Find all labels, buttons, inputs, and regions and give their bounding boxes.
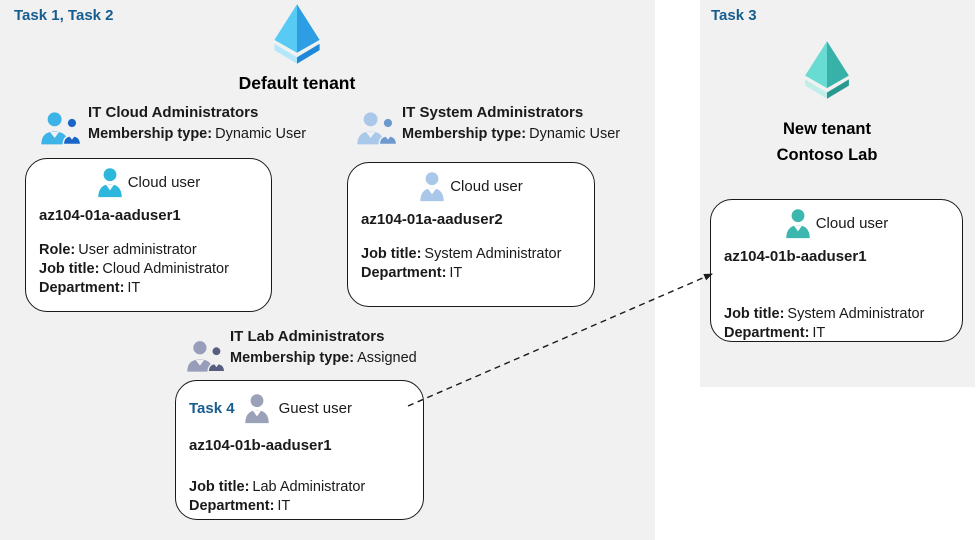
user-name: az104-01a-aaduser2	[361, 211, 503, 228]
user-name: az104-01a-aaduser1	[39, 207, 181, 224]
role-label: Role:	[39, 242, 76, 258]
department-label: Department:	[39, 280, 125, 296]
group-name: IT System Administrators	[402, 104, 584, 121]
job-title-value: Lab Administrator	[252, 479, 366, 495]
membership-type-label: Membership type:	[88, 126, 213, 142]
job-title-label: Job title:	[39, 261, 100, 277]
group-name: IT Cloud Administrators	[88, 104, 259, 121]
user-card-new-tenant: Cloud user az104-01b-aaduser1 Job title:…	[710, 199, 963, 342]
membership-type-label: Membership type:	[230, 350, 355, 366]
department-label: Department:	[189, 498, 275, 514]
card-header: Cloud user	[348, 170, 594, 202]
job-title-label: Job title:	[189, 479, 250, 495]
group-icon	[357, 112, 398, 146]
membership-type-label: Membership type:	[402, 126, 527, 142]
membership-type-value: Assigned	[357, 350, 417, 366]
group-lab-admins: IT Lab Administrators Membership type:As…	[186, 328, 417, 375]
group-name: IT Lab Administrators	[230, 328, 385, 345]
cloud-user-icon	[98, 167, 122, 197]
card-header: Cloud user	[711, 207, 962, 239]
new-tenant-block: New tenant Contoso Lab	[737, 40, 917, 165]
job-title-value: System Administrator	[787, 306, 925, 322]
user-details: Job title:System Administrator Departmen…	[361, 245, 594, 283]
default-tenant-block: Default tenant	[212, 3, 382, 94]
membership-type-value: Dynamic User	[215, 126, 307, 142]
user-type-label: Cloud user	[127, 173, 201, 191]
user-details: Job title:Lab Administrator Department:I…	[189, 478, 423, 516]
group-membership: Membership type:Dynamic User	[402, 126, 620, 142]
cloud-user-icon	[786, 208, 810, 238]
user-details: Role:User administrator Job title:Cloud …	[39, 241, 271, 298]
user-name: az104-01b-aaduser1	[189, 437, 332, 454]
department-label: Department:	[724, 325, 810, 341]
task-4-label: Task 4	[189, 399, 235, 417]
user-name: az104-01b-aaduser1	[724, 248, 867, 265]
department-label: Department:	[361, 265, 447, 281]
role-value: User administrator	[78, 242, 197, 258]
membership-type-value: Dynamic User	[529, 126, 621, 142]
default-tenant-title: Default tenant	[238, 73, 356, 93]
user-card-aaduser1: Cloud user az104-01a-aaduser1 Role:User …	[25, 158, 272, 312]
group-system-admins: IT System Administrators Membership type…	[356, 104, 620, 148]
group-icon	[187, 341, 226, 373]
group-cloud-admins: IT Cloud Administrators Membership type:…	[40, 104, 306, 148]
card-header: Cloud user	[26, 166, 271, 198]
new-tenant-title-line2: Contoso Lab	[776, 146, 878, 164]
job-title-value: Cloud Administrator	[102, 261, 229, 277]
department-value: IT	[812, 325, 826, 341]
task-3-label: Task 3	[711, 7, 757, 24]
user-type-label: Guest user	[278, 399, 352, 417]
user-details: Job title:System Administrator Departmen…	[724, 305, 962, 343]
azure-ad-tenant-icon	[274, 4, 320, 64]
job-title-label: Job title:	[724, 306, 785, 322]
task-1-2-label: Task 1, Task 2	[14, 7, 114, 24]
group-membership: Membership type:Assigned	[230, 350, 417, 366]
cloud-user-icon	[420, 171, 444, 201]
group-membership: Membership type:Dynamic User	[88, 126, 306, 142]
user-type-label: Cloud user	[450, 177, 523, 195]
guest-user-icon	[244, 393, 269, 423]
user-type-label: Cloud user	[815, 214, 889, 232]
department-value: IT	[127, 280, 141, 296]
job-title-value: System Administrator	[424, 246, 562, 262]
azure-ad-new-tenant-icon	[805, 41, 849, 99]
department-value: IT	[277, 498, 291, 514]
card-header: Task 4 Guest user	[176, 392, 423, 424]
department-value: IT	[449, 265, 463, 281]
group-icon	[41, 112, 82, 146]
user-card-aaduser2: Cloud user az104-01a-aaduser2 Job title:…	[347, 162, 595, 307]
user-card-guest: Task 4 Guest user az104-01b-aaduser1 Job…	[175, 380, 424, 520]
job-title-label: Job title:	[361, 246, 422, 262]
new-tenant-title-line1: New tenant	[782, 120, 871, 138]
